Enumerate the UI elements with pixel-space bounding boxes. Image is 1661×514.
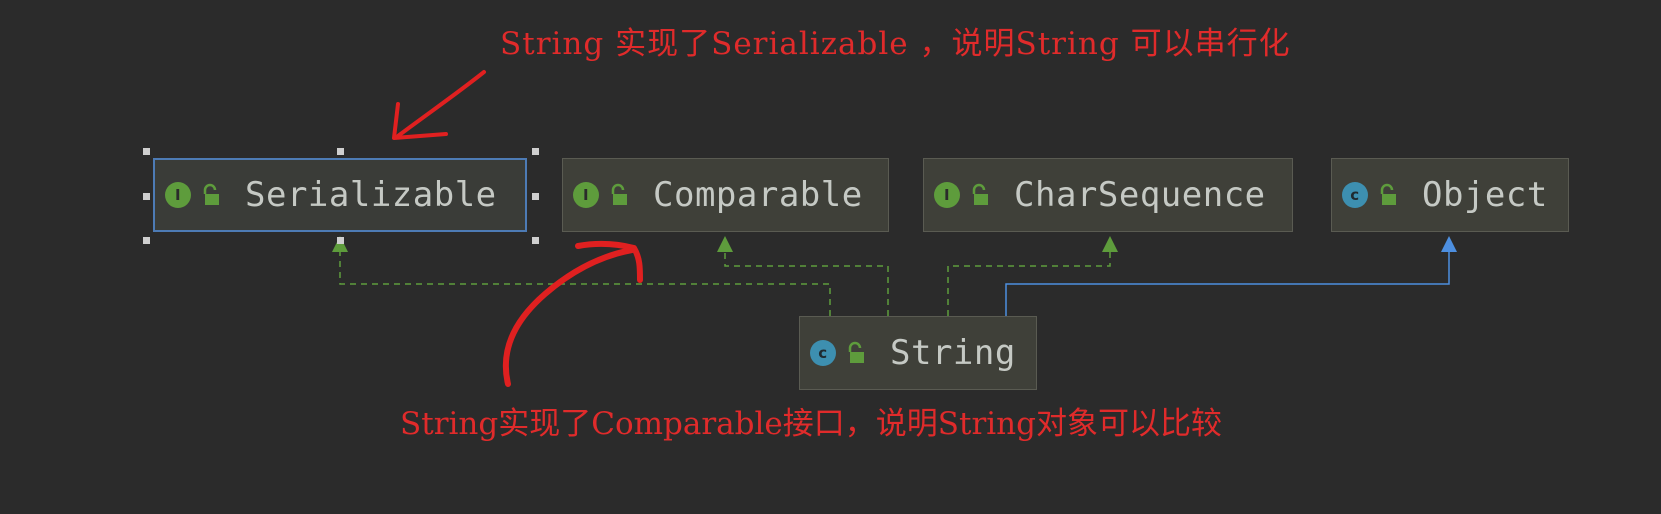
selection-handle[interactable] [143,193,150,200]
class-icon: c [810,340,836,366]
edge-string-charsequence [947,250,1111,316]
node-label: Serializable [245,175,497,215]
interface-icon: I [573,182,599,208]
class-icon: c [1342,182,1368,208]
selection-handle[interactable] [143,148,150,155]
unlocked-icon [848,341,864,363]
selection-handle[interactable] [532,193,539,200]
selection-handle[interactable] [337,237,344,244]
node-object[interactable]: c Object [1331,158,1569,232]
selection-handle[interactable] [143,237,150,244]
unlocked-icon [203,183,219,205]
node-label: CharSequence [1014,175,1266,215]
annotation-arrow-bottom [502,247,635,387]
annotation-comparable: String实现了Comparable接口，说明String对象可以比较 [400,406,1222,442]
interface-icon: I [934,182,960,208]
edge-string-comparable [724,250,889,316]
node-serializable[interactable]: I Serializable [153,158,527,232]
unlocked-icon [972,183,988,205]
node-label: String [890,333,1016,373]
node-charsequence[interactable]: I CharSequence [923,158,1293,232]
edge-string-serializable [339,248,831,316]
selection-handle[interactable] [337,148,344,155]
annotation-serializable: String 实现了Serializable ，说明String 可以串行化 [500,26,1291,62]
arrowhead-serializable [332,236,348,252]
arrowhead-object [1441,236,1457,252]
annotation-arrow-top [396,70,486,138]
unlocked-icon [611,183,627,205]
arrowhead-charsequence [1102,236,1118,252]
edge-string-object [1005,250,1450,316]
node-comparable[interactable]: I Comparable [562,158,889,232]
selection-handle[interactable] [532,237,539,244]
arrowhead-comparable [717,236,733,252]
selection-handle[interactable] [532,148,539,155]
annotation-arrowhead-top [392,102,448,140]
node-label: Object [1422,175,1548,215]
node-label: Comparable [653,175,863,215]
unlocked-icon [1380,183,1396,205]
interface-icon: I [165,182,191,208]
annotation-arrowhead-bottom [575,240,643,283]
node-string[interactable]: c String [799,316,1037,390]
